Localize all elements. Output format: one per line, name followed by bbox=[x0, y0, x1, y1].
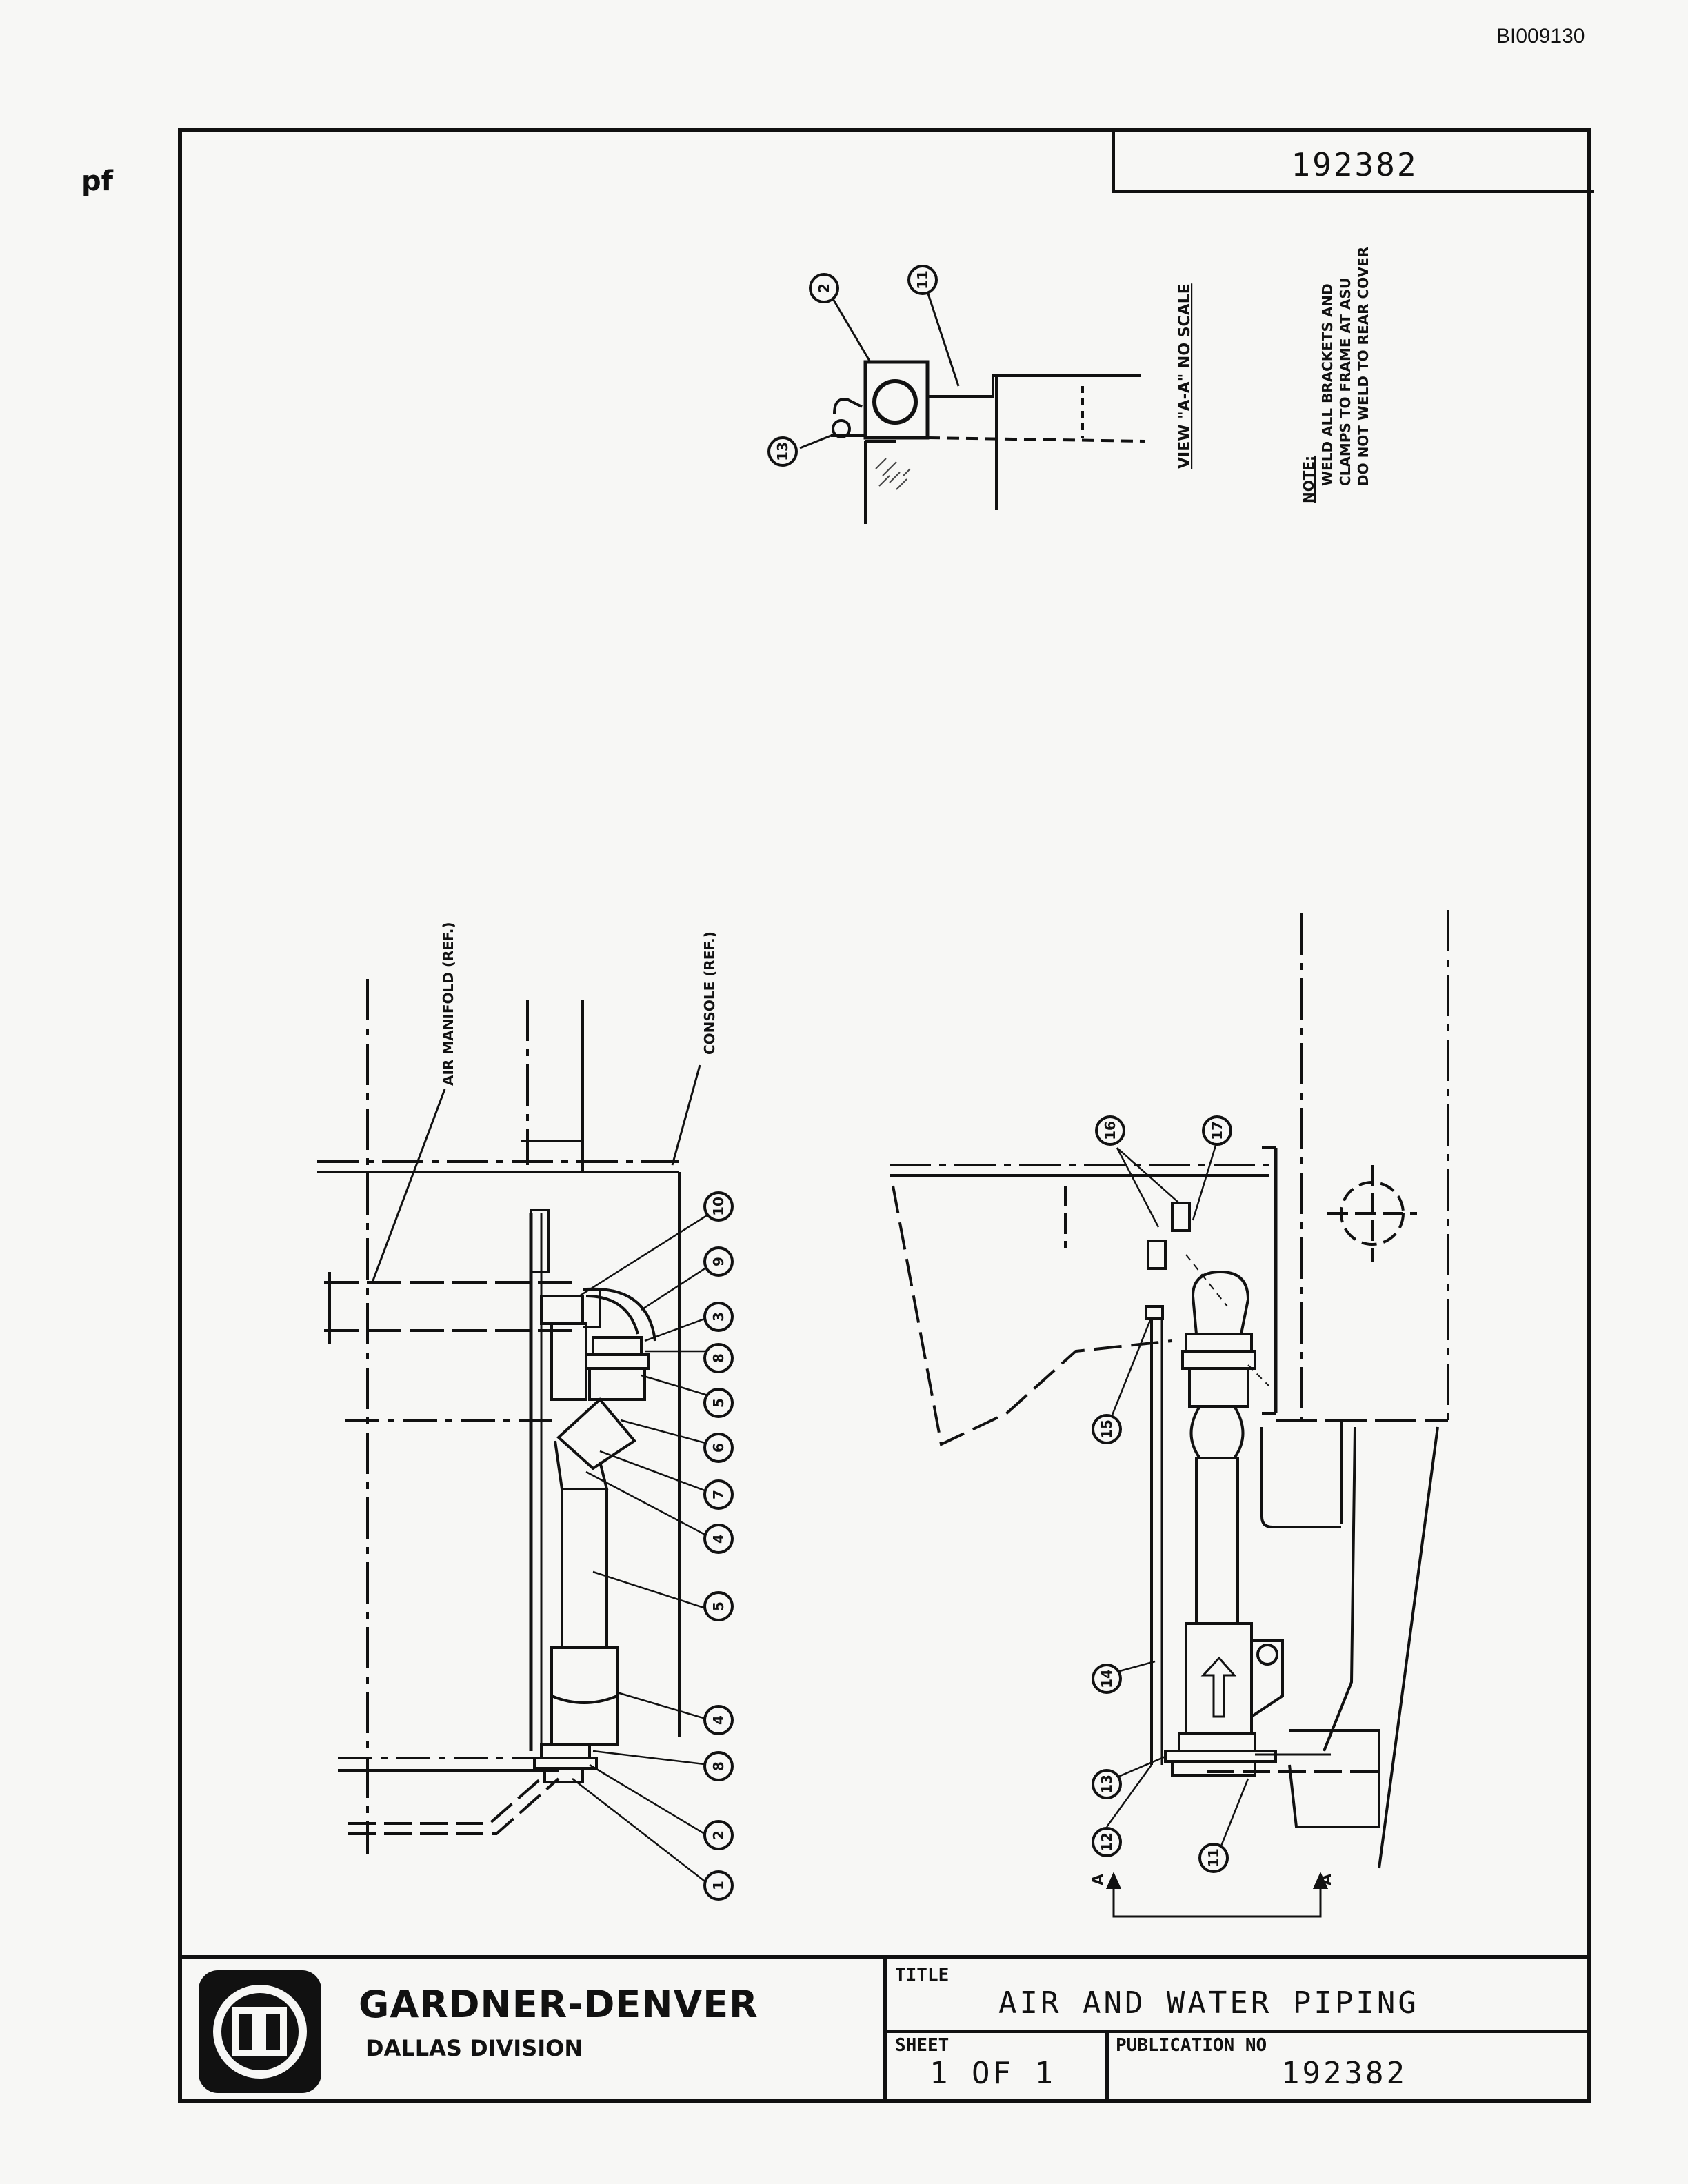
note-line-1: WELD ALL BRACKETS AND bbox=[1319, 283, 1336, 486]
division-name: DALLAS DIVISION bbox=[365, 2035, 583, 2061]
view-aa-detail bbox=[799, 281, 1145, 524]
drawing-number-box: 192382 bbox=[1112, 132, 1594, 193]
left-view-callout-circle bbox=[703, 1705, 734, 1735]
left-view-callout-circle bbox=[703, 1388, 734, 1418]
right-view-callout-circle bbox=[1095, 1115, 1125, 1146]
gardner-denver-logo-icon bbox=[199, 1970, 321, 2093]
left-view-callout: 9 bbox=[710, 1257, 727, 1266]
publication-number: 192382 bbox=[1281, 2056, 1407, 2091]
console-ref-label: CONSOLE (REF.) bbox=[701, 931, 718, 1055]
left-view-callout: 10 bbox=[710, 1197, 727, 1216]
left-view-callout: 3 bbox=[710, 1312, 727, 1322]
drawing-title: AIR AND WATER PIPING bbox=[998, 1985, 1419, 2021]
left-view-callout: 7 bbox=[710, 1490, 727, 1499]
right-elevation bbox=[890, 910, 1449, 1918]
left-view-callout-circle bbox=[703, 1343, 734, 1373]
section-mark: A bbox=[1318, 1874, 1335, 1885]
sheet-value: 1 OF 1 bbox=[930, 2056, 1056, 2091]
left-view-callout: 4 bbox=[710, 1715, 727, 1725]
left-view-callout: 1 bbox=[710, 1881, 727, 1890]
right-view-callout: 12 bbox=[1098, 1832, 1115, 1852]
left-view-callout-circle bbox=[703, 1591, 734, 1621]
view-aa-callout-circle bbox=[809, 273, 839, 303]
left-view-callout-circle bbox=[703, 1246, 734, 1277]
left-view-callout-circle bbox=[703, 1751, 734, 1781]
left-view-callout-circle bbox=[703, 1524, 734, 1554]
left-view-callout: 5 bbox=[710, 1601, 727, 1611]
right-view-callout: 17 bbox=[1209, 1121, 1225, 1140]
view-aa-callout: 11 bbox=[914, 270, 931, 290]
view-aa-callout-circle bbox=[907, 265, 938, 295]
section-mark: A bbox=[1090, 1874, 1107, 1885]
right-view-callout: 11 bbox=[1205, 1848, 1222, 1868]
left-elevation bbox=[317, 979, 711, 1886]
air-manifold-ref-label: AIR MANIFOLD (REF.) bbox=[440, 922, 456, 1086]
left-view-callout-circle bbox=[703, 1191, 734, 1222]
right-view-callout: 15 bbox=[1098, 1419, 1115, 1439]
right-view-callout: 14 bbox=[1098, 1669, 1115, 1688]
sheet-label: SHEET bbox=[895, 2035, 950, 2056]
right-view-callout-circle bbox=[1092, 1414, 1122, 1444]
publication-label: PUBLICATION NO bbox=[1116, 2035, 1267, 2056]
right-view-callout-circle bbox=[1198, 1843, 1229, 1873]
left-view-callout-circle bbox=[703, 1870, 734, 1901]
right-view-callout-circle bbox=[1202, 1115, 1232, 1146]
left-view-callout: 5 bbox=[710, 1398, 727, 1408]
company-name: GARDNER-DENVER bbox=[359, 1983, 758, 2026]
view-aa-callout-circle bbox=[767, 436, 798, 467]
drawing-number: 192382 bbox=[1291, 146, 1418, 183]
view-aa-callout: 2 bbox=[816, 283, 832, 293]
right-view-callout-circle bbox=[1092, 1664, 1122, 1694]
note-heading: NOTE: bbox=[1300, 456, 1317, 503]
right-view-callout: 16 bbox=[1102, 1121, 1118, 1140]
margin-mark: pf bbox=[81, 165, 114, 197]
note-block: NOTE: WELD ALL BRACKETS AND CLAMPS TO FR… bbox=[1300, 247, 1372, 503]
note-line-3: DO NOT WELD TO REAR COVER bbox=[1355, 247, 1372, 486]
view-aa-label: VIEW "A-A" NO SCALE bbox=[1176, 283, 1194, 469]
right-view-callout-circle bbox=[1092, 1827, 1122, 1857]
left-view-callout: 8 bbox=[710, 1761, 727, 1771]
bates-number: BI009130 bbox=[1496, 25, 1585, 48]
left-view-callout-circle bbox=[703, 1302, 734, 1332]
title-label: TITLE bbox=[895, 1965, 950, 1985]
left-view-callout: 4 bbox=[710, 1534, 727, 1544]
left-view-callout: 2 bbox=[710, 1830, 727, 1840]
left-view-callout: 8 bbox=[710, 1353, 727, 1363]
callout-balloons: 2 11 13 10 9 3 8 5 6 7 4 5 4 8 2 1 16 17 15 14 13 12 11A A bbox=[703, 265, 1335, 1901]
left-view-callout-circle bbox=[703, 1479, 734, 1510]
right-view-callout-circle bbox=[1092, 1769, 1122, 1799]
left-view-callout-circle bbox=[703, 1433, 734, 1463]
left-view-callout-circle bbox=[703, 1820, 734, 1850]
right-view-callout: 13 bbox=[1098, 1775, 1115, 1794]
left-view-callout: 6 bbox=[710, 1443, 727, 1453]
title-block: TITLE AIR AND WATER PIPING SHEET 1 OF 1 … bbox=[178, 1955, 1591, 2103]
view-aa-callout: 13 bbox=[774, 442, 791, 461]
note-line-2: CLAMPS TO FRAME AT ASU bbox=[1337, 278, 1354, 486]
